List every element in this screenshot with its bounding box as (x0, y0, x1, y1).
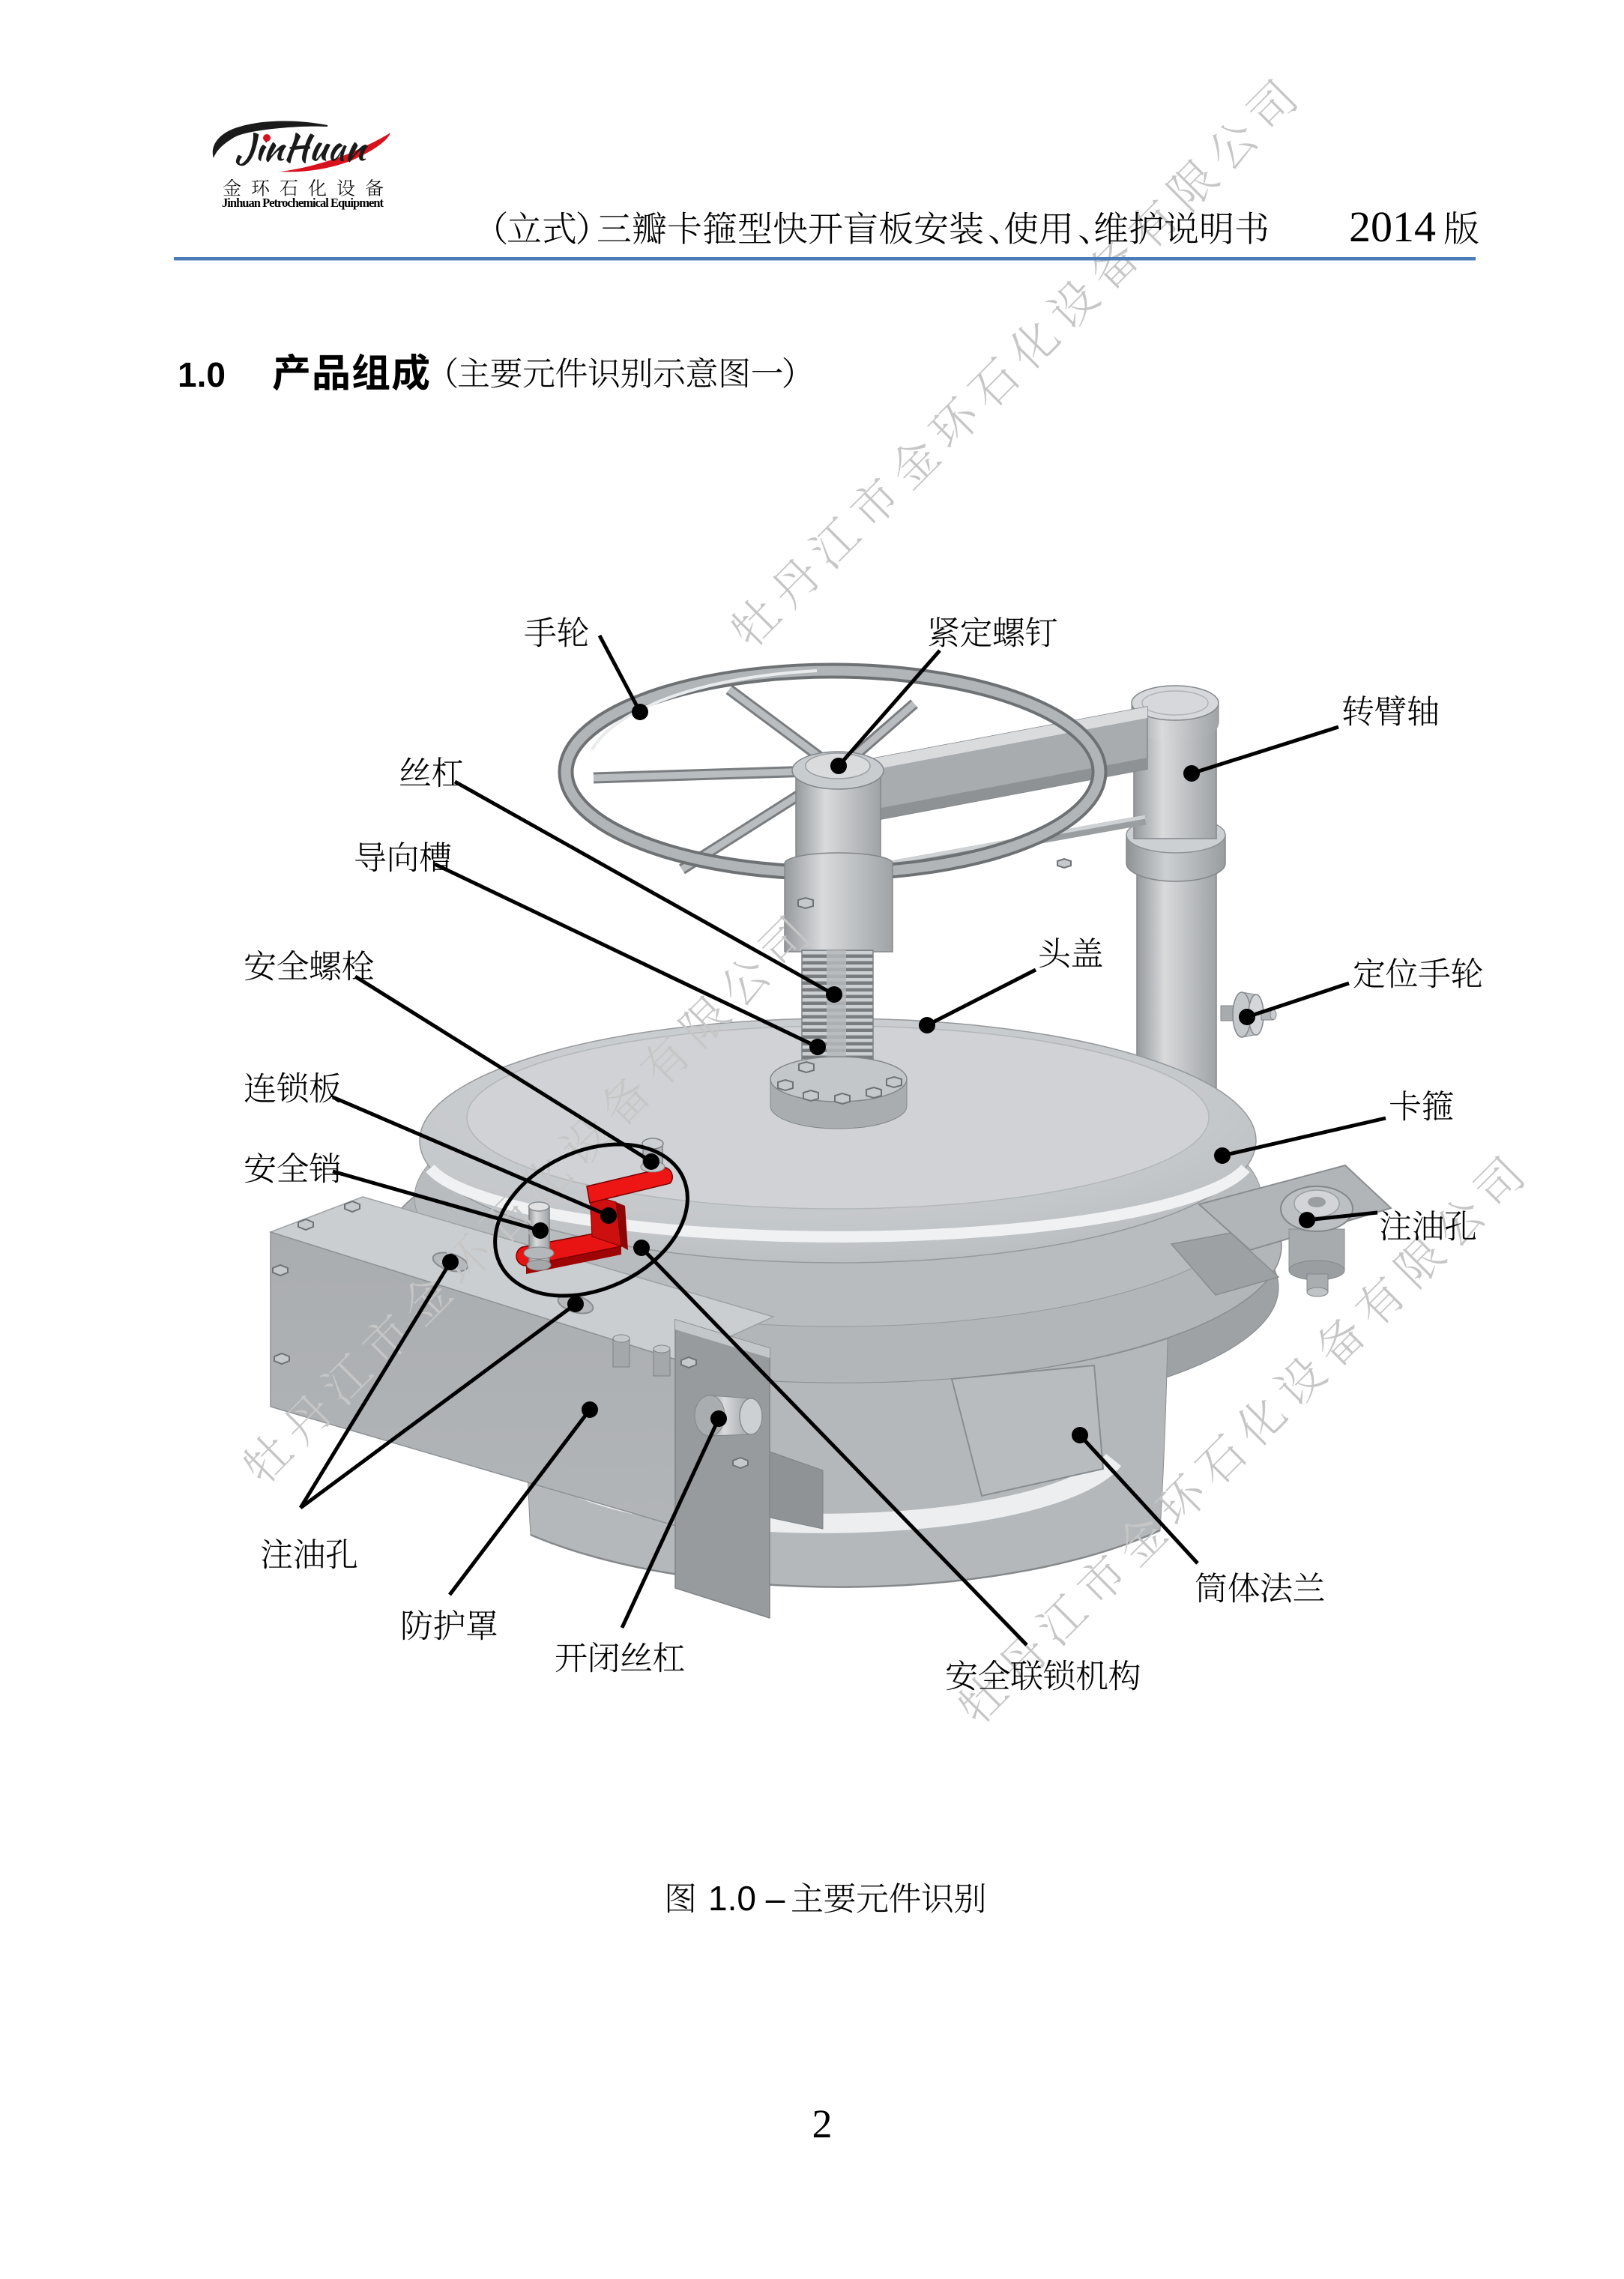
svg-text:1.0: 1.0 (178, 355, 226, 394)
svg-text:2: 2 (812, 2101, 833, 2146)
svg-text:1.0 –: 1.0 – (708, 1879, 785, 1918)
svg-text:Jinhuan Petrochemical Equipmen: Jinhuan Petrochemical Equipment (222, 196, 384, 210)
svg-text:2014: 2014 (1349, 202, 1436, 251)
